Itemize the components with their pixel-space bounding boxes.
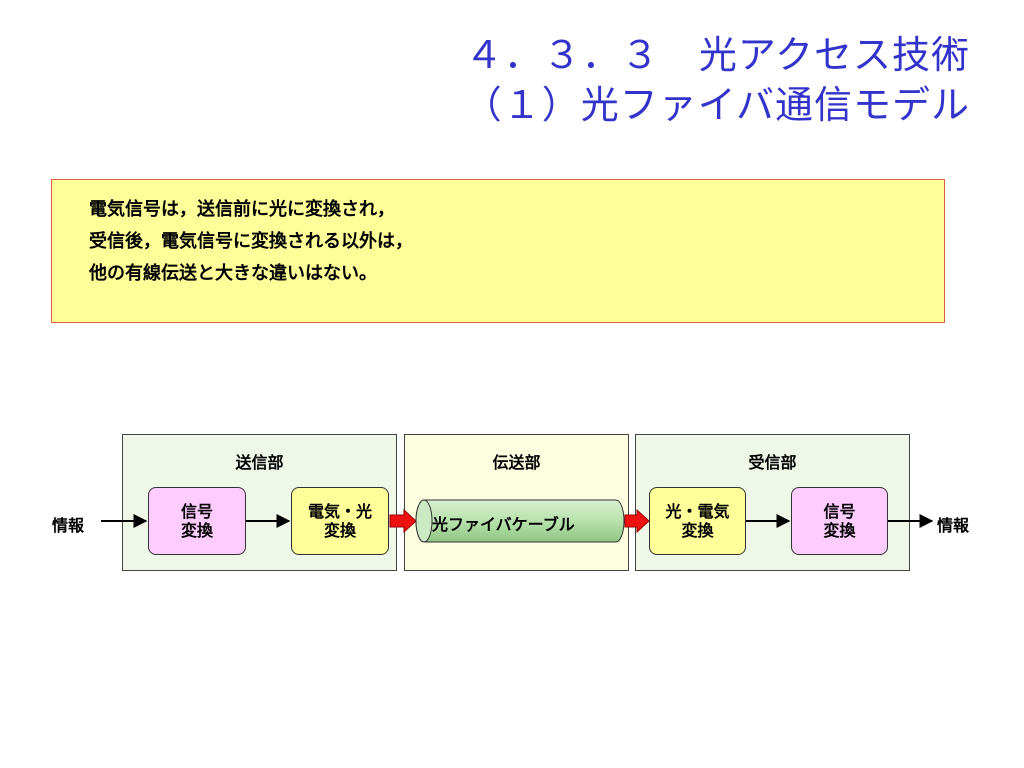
tx-signal-conversion-line-2: 変換 [180,521,213,540]
note-line-3: 他の有線伝送と大きな違いはない。 [89,263,377,284]
oe-conversion-line-2: 変換 [681,521,714,540]
output-information-label: 情報 [937,516,970,535]
optical-electrical-conversion-block: 光・電気 変換 [649,487,746,555]
eo-conversion-line-1: 電気・光 [307,502,372,521]
transmitter-section-label: 送信部 [235,453,284,472]
tx-signal-conversion-line-1: 信号 [180,502,213,521]
rx-signal-conversion-block: 信号 変換 [791,487,888,555]
title-line-1: ４．３．３ 光アクセス技術 [464,33,970,77]
rx-signal-conversion-line-2: 変換 [823,521,856,540]
fiber-cable [415,499,625,543]
eo-conversion-line-2: 変換 [323,521,356,540]
note-line-1: 電気信号は，送信前に光に変換され， [89,199,395,220]
summary-note: 電気信号は，送信前に光に変換され， 受信後，電気信号に変換される以外は， 他の有… [51,179,945,323]
tx-signal-conversion-block: 信号 変換 [148,487,246,555]
transmission-section-label: 伝送部 [492,453,541,472]
fiber-cable-label: 光ファイバケーブル [432,515,575,534]
title-line-2: （１）光ファイバ通信モデル [463,83,970,127]
receiver-section-label: 受信部 [748,453,797,472]
slide-title: ４．３．３ 光アクセス技術 （１）光ファイバ通信モデル [464,30,970,130]
rx-signal-conversion-line-1: 信号 [823,502,856,521]
optical-arrow-fiber-to-rx [624,508,650,534]
oe-conversion-line-1: 光・電気 [665,502,730,521]
optical-arrow-tx-to-fiber [389,508,417,534]
note-line-2: 受信後，電気信号に変換される以外は， [89,231,413,252]
input-information-label: 情報 [52,516,85,535]
electrical-optical-conversion-block: 電気・光 変換 [291,487,389,555]
